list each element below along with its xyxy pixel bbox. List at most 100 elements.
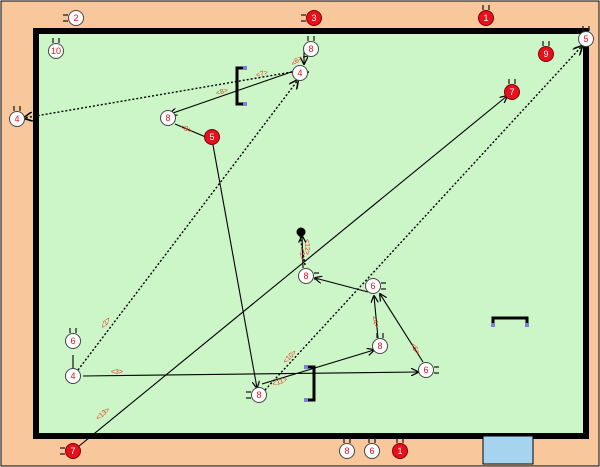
player-number: 4	[70, 371, 75, 381]
step-label-s9: <9>	[179, 124, 193, 135]
balls-layer	[296, 227, 306, 237]
player-p5-right: 5	[578, 26, 594, 47]
movement-lines-layer	[24, 46, 582, 452]
player-number: 5	[583, 34, 588, 44]
player-p7-right: 7	[504, 79, 520, 100]
player-number: 8	[303, 271, 308, 281]
player-p8-bench: 8	[339, 438, 355, 459]
movement-m4	[174, 123, 209, 139]
player-marker-icon	[504, 84, 520, 100]
player-number: 4	[14, 114, 19, 124]
player-number: 6	[70, 336, 75, 346]
goal-post-marker	[243, 102, 247, 106]
player-p1-top: 1	[478, 5, 494, 26]
movement-m13	[380, 294, 424, 363]
step-label-s8: <8>	[215, 87, 228, 97]
goal-post-marker	[243, 66, 247, 70]
player-p6-lowright: 6	[418, 362, 439, 378]
player-marker-icon	[365, 278, 381, 294]
movement-m1	[170, 69, 298, 114]
player-p4-leftlow: 4	[65, 368, 81, 384]
step-label-s11: <11>	[272, 376, 289, 388]
player-number: 4	[297, 68, 302, 78]
step-label-s3: <3>	[111, 369, 123, 376]
player-number: 7	[509, 87, 514, 97]
player-p3-top: 3	[301, 10, 322, 26]
players-layer: 2 3 1 10 9 5 4 8 4 8 5 7 8 6 8 6 6 4 8 7 8 6 1	[9, 5, 594, 459]
player-p6-bench: 6	[364, 438, 380, 459]
step-label-s4: <4>	[369, 315, 380, 329]
movement-m12	[299, 235, 306, 266]
player-number: 8	[165, 113, 170, 123]
player-p5-d: 5	[204, 129, 220, 145]
player-marker-icon	[65, 333, 81, 349]
player-p8-c: 8	[160, 110, 176, 126]
player-marker-icon	[418, 362, 434, 378]
player-number: 2	[73, 13, 78, 23]
ball-icon	[296, 227, 306, 237]
player-marker-icon	[68, 10, 84, 26]
player-marker-icon	[306, 10, 322, 26]
goal-right	[491, 316, 529, 325]
player-p8-a: 8	[303, 36, 319, 57]
substitution-bench	[482, 435, 534, 465]
player-marker-icon	[339, 443, 355, 459]
player-marker-icon	[478, 10, 494, 26]
player-number: 7	[70, 446, 75, 456]
movement-m2	[24, 71, 293, 118]
player-p6-mid: 6	[365, 278, 386, 294]
step-label-s12: <12>	[303, 239, 310, 255]
movement-m15	[72, 96, 507, 452]
player-marker-icon	[65, 443, 81, 459]
player-number: 10	[51, 46, 61, 56]
player-number: 6	[369, 446, 374, 456]
movement-m9	[374, 296, 379, 339]
movement-m8	[261, 350, 374, 385]
player-p6-left: 6	[65, 328, 81, 349]
player-p8-bottom: 8	[246, 387, 267, 403]
player-number: 8	[344, 446, 349, 456]
player-number: 8	[377, 341, 382, 351]
player-number: 5	[209, 132, 214, 142]
goal-post-marker	[491, 323, 495, 327]
player-number: 8	[256, 390, 261, 400]
player-p4-left: 4	[9, 106, 25, 127]
player-number: 8	[308, 44, 313, 54]
player-marker-icon	[372, 338, 388, 354]
player-marker-icon	[538, 46, 554, 62]
movement-m5	[77, 80, 298, 371]
player-number: 1	[483, 13, 488, 23]
player-number: 6	[423, 365, 428, 375]
step-label-s1: <1>	[298, 248, 305, 260]
goals-layer	[235, 66, 529, 402]
player-marker-icon	[160, 110, 176, 126]
player-marker-icon	[65, 368, 81, 384]
player-marker-icon	[392, 443, 408, 459]
player-marker-icon	[303, 41, 319, 57]
player-number: 1	[397, 446, 402, 456]
player-p7-bottom: 7	[60, 443, 81, 459]
player-marker-icon	[364, 443, 380, 459]
player-number: 6	[370, 281, 375, 291]
player-p4-b: 4	[292, 65, 308, 81]
player-marker-icon	[251, 387, 267, 403]
player-number: 9	[543, 49, 548, 59]
player-marker-icon	[48, 43, 64, 59]
movement-m6	[212, 144, 257, 388]
movement-m7	[264, 46, 582, 391]
player-marker-icon	[578, 31, 594, 47]
player-marker-icon	[298, 268, 314, 284]
player-p2-top: 2	[63, 10, 84, 26]
player-number: 3	[311, 13, 316, 23]
goal-post-marker	[304, 398, 308, 402]
movement-m14	[82, 372, 418, 377]
player-marker-icon	[292, 65, 308, 81]
step-label-s7: <7>	[255, 69, 268, 79]
player-marker-icon	[9, 111, 25, 127]
player-p8-center: 8	[298, 268, 319, 284]
goal-post-marker	[525, 323, 529, 327]
player-p10: 10	[48, 38, 64, 59]
player-p9: 9	[538, 41, 554, 62]
